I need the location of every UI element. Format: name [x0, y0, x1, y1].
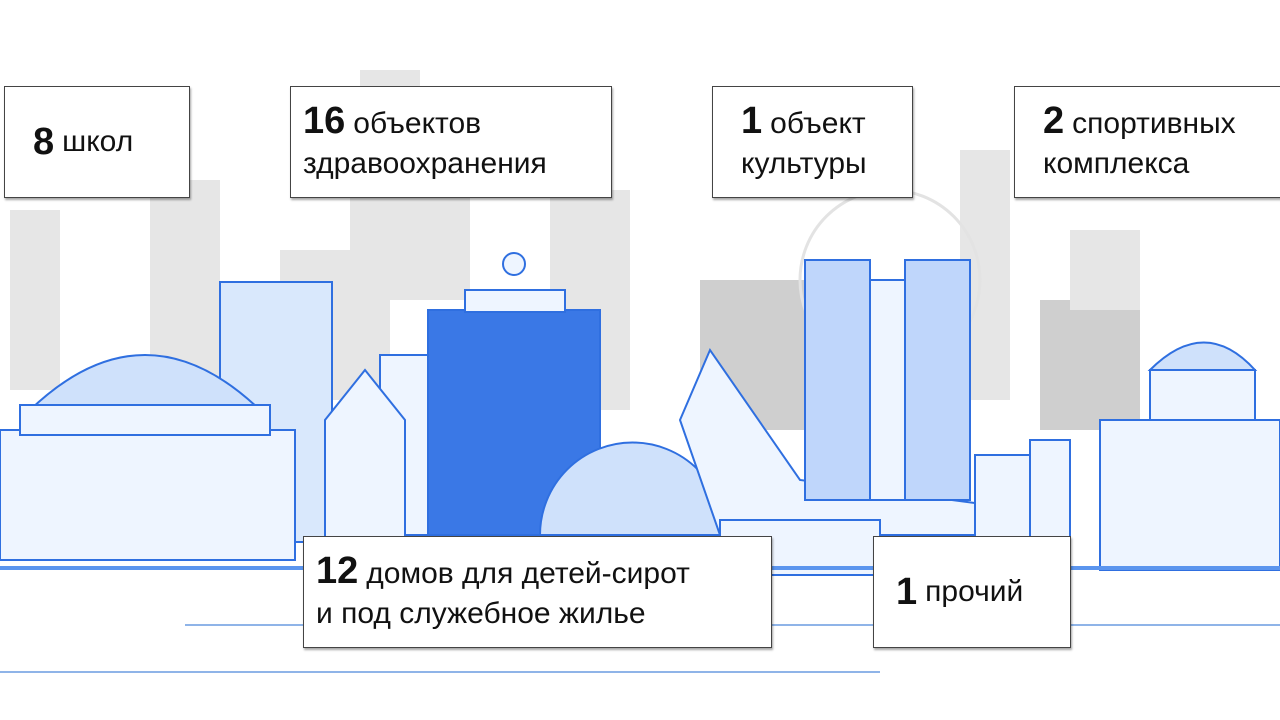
stat-label: объект [770, 107, 866, 140]
stat-number: 8 [33, 121, 55, 163]
stat-number: 1 [741, 100, 763, 142]
stat-label: школ [62, 125, 134, 158]
stat-label: спортивных [1072, 107, 1236, 140]
stat-label: объектов [353, 107, 482, 140]
stat-label: домов для детей-сирот [366, 557, 690, 590]
stat-label-line2: и под служебное жилье [316, 597, 646, 630]
stat-label-line2: культуры [741, 147, 867, 180]
stat-number: 12 [316, 550, 359, 592]
stat-number: 2 [1043, 100, 1065, 142]
stat-label-line2: здравоохранения [303, 147, 547, 180]
stat-card-other: 1 прочий [873, 536, 1071, 648]
stat-number: 16 [303, 100, 346, 142]
stat-label: прочий [925, 575, 1024, 608]
stat-label-line2: комплекса [1043, 147, 1190, 180]
foreground-buildings [0, 252, 1280, 576]
stat-number: 1 [896, 571, 918, 613]
stat-card-schools: 8 школ [4, 86, 190, 198]
